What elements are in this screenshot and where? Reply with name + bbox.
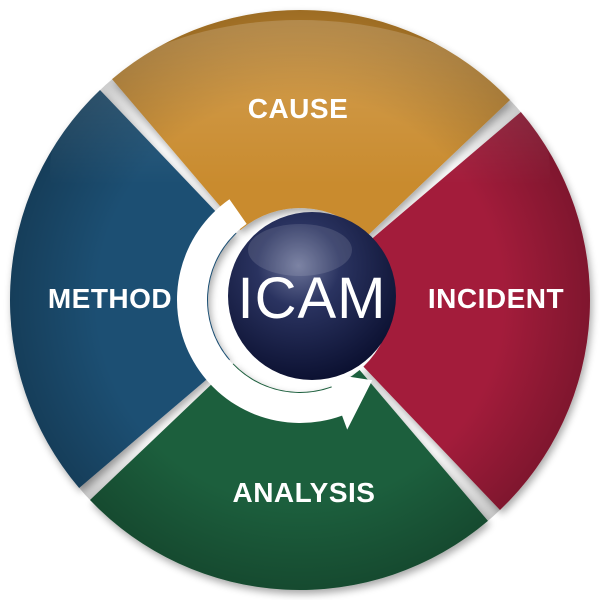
segment-label-incident: INCIDENT — [428, 283, 564, 314]
cycle-arrow-icon — [177, 199, 373, 430]
center-sphere — [228, 212, 396, 380]
segment-label-cause: CAUSE — [248, 93, 349, 124]
segment-label-method: METHOD — [48, 283, 172, 314]
center-label: ICAM — [238, 266, 387, 331]
segment-label-analysis: ANALYSIS — [232, 477, 375, 508]
